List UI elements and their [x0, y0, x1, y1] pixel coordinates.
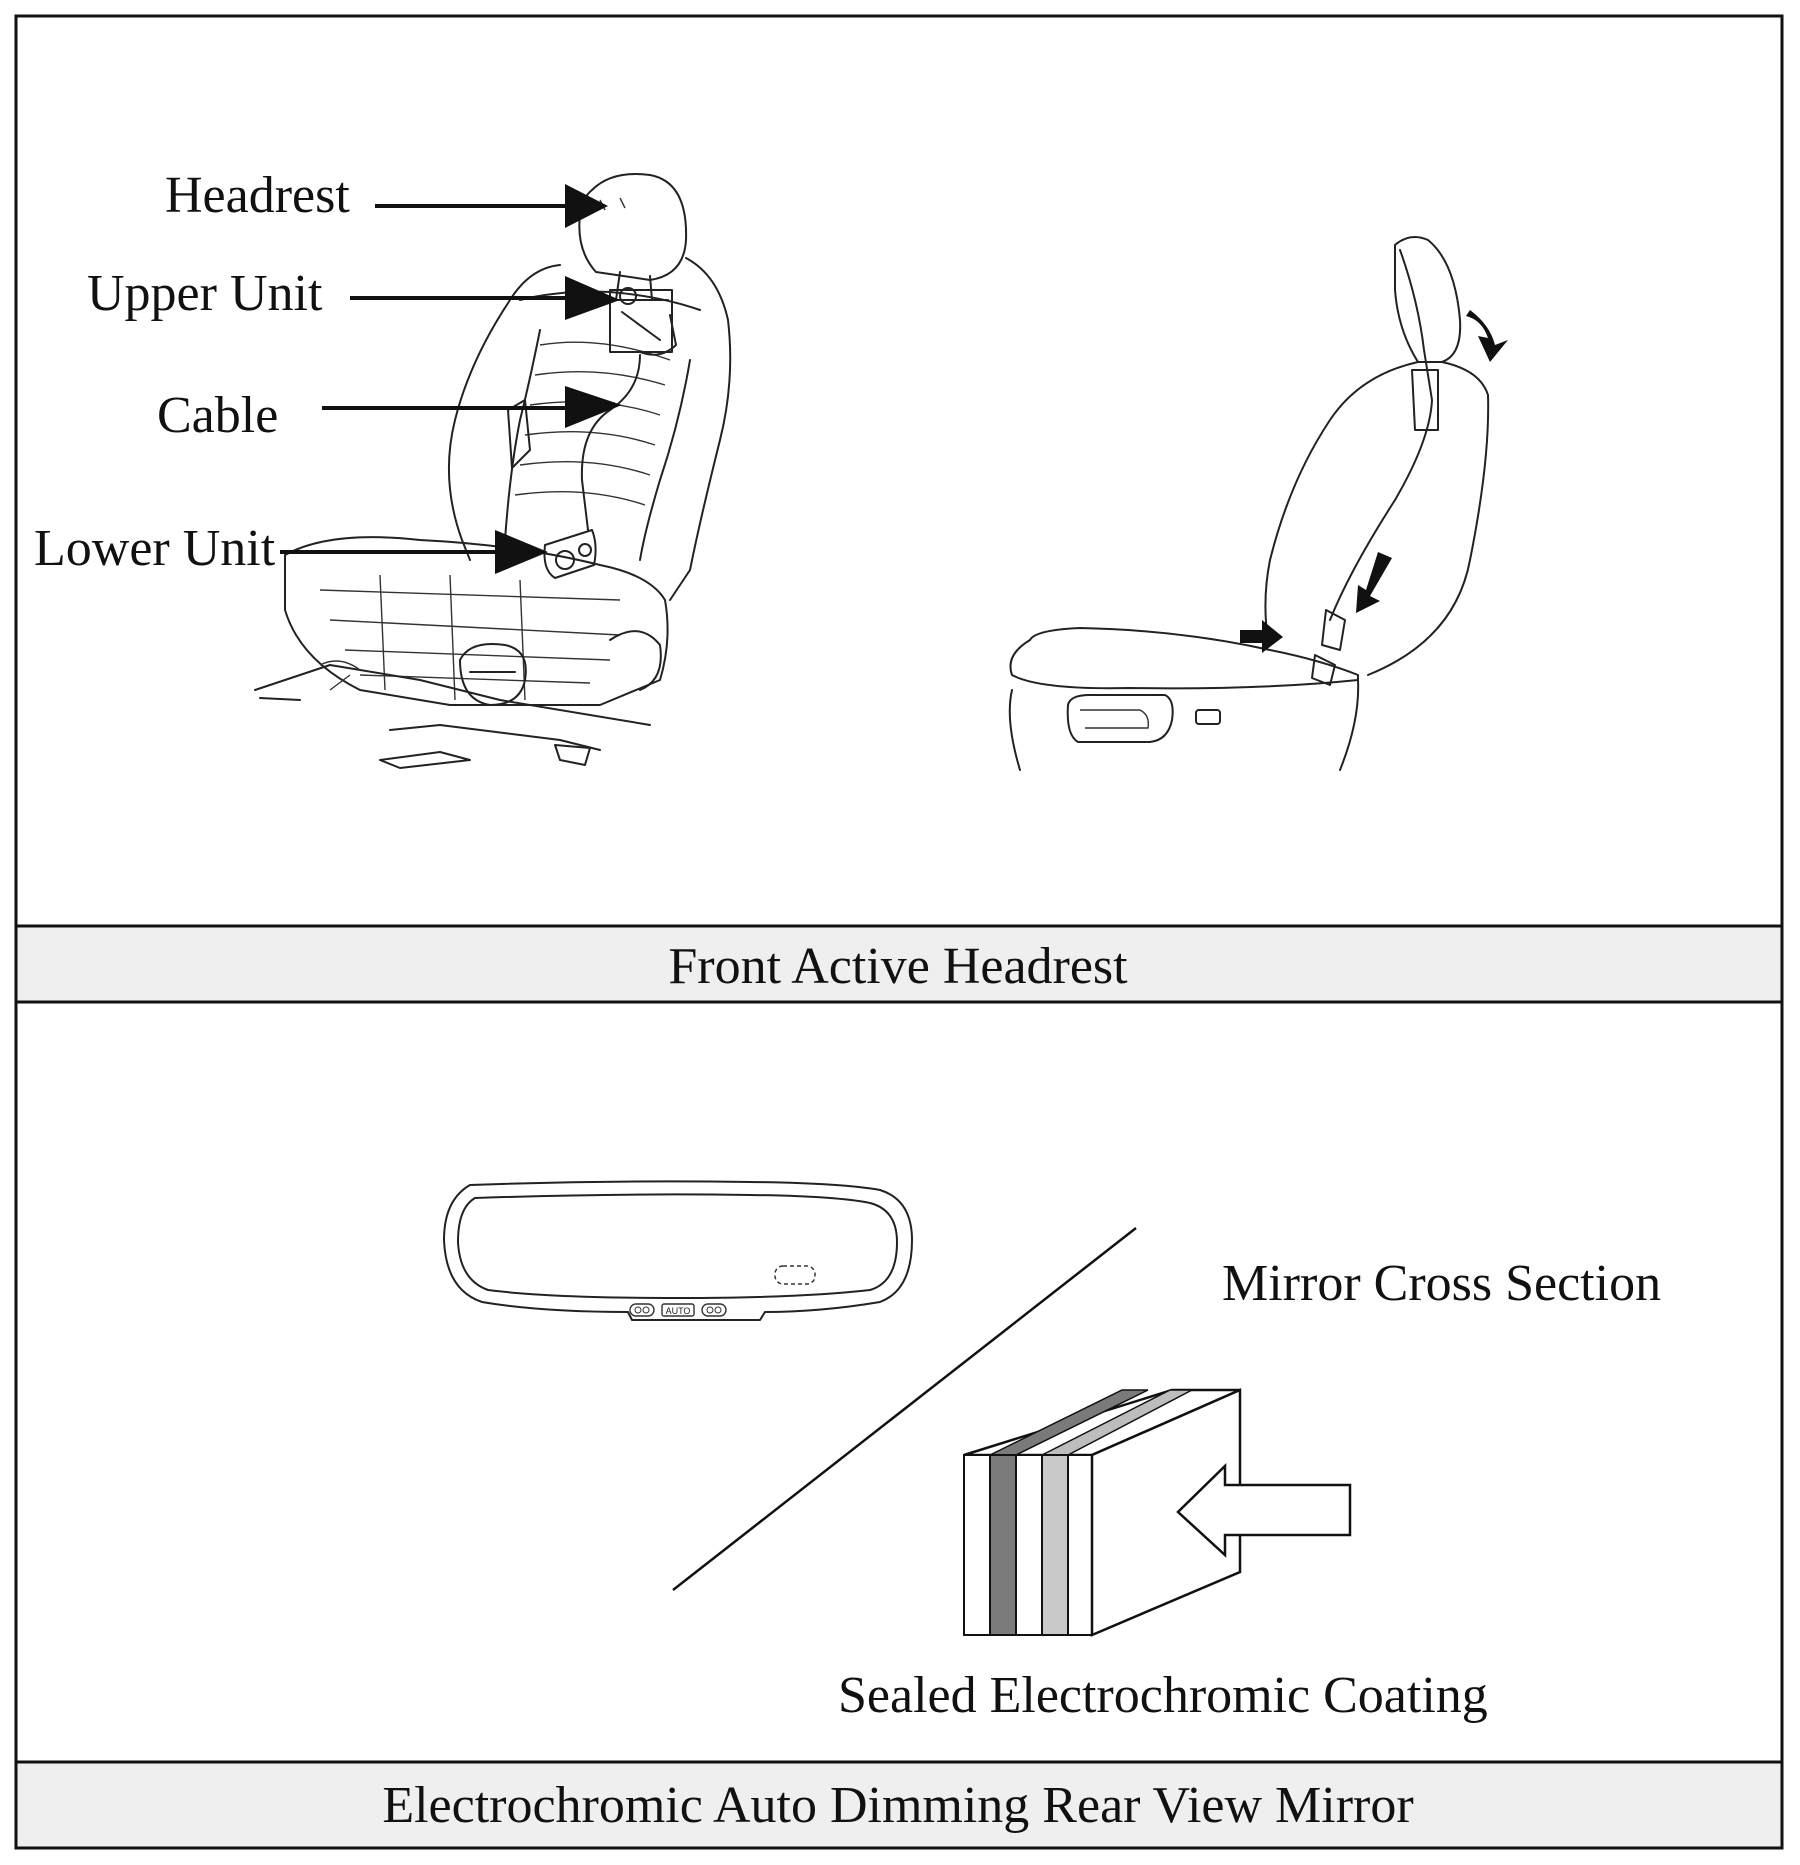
lower-unit-arrow [280, 530, 548, 574]
frame [14, 14, 1784, 1850]
cable-pull-arrow [1356, 552, 1392, 613]
movement-arrows [1240, 310, 1508, 653]
top-caption: Front Active Headrest [668, 938, 1128, 995]
bottom-caption: Electrochromic Auto Dimming Rear View Mi… [382, 1777, 1413, 1834]
mirror-cross-section-block [963, 1388, 1352, 1637]
cable-label: Cable [157, 387, 278, 444]
push-arrow [1240, 620, 1283, 653]
label-arrows [280, 184, 622, 574]
lower-unit-label: Lower Unit [34, 520, 276, 577]
headrest-tilt-arrow [1466, 310, 1508, 362]
cable-arrow [322, 386, 622, 428]
seat-frame-illustration [254, 173, 732, 769]
coating-label: Sealed Electrochromic Coating [838, 1667, 1488, 1724]
seat-side-view-illustration [1008, 235, 1490, 771]
auto-button-label: AUTO [666, 1306, 691, 1316]
light-sensor [774, 1265, 816, 1285]
rear-view-mirror: AUTO [443, 1180, 913, 1321]
bottom-caption-bar [14, 1760, 1784, 1850]
text-labels: Headrest Upper Unit Cable Lower Unit Fro… [34, 167, 1661, 1834]
light-direction-arrow [1176, 1463, 1352, 1558]
mirror-cross-section-label: Mirror Cross Section [1222, 1255, 1661, 1312]
mirror-controls: AUTO [629, 1303, 727, 1317]
upper-unit-label: Upper Unit [87, 265, 323, 322]
headrest-label: Headrest [165, 167, 350, 224]
upper-unit-arrow [350, 276, 620, 320]
top-caption-bar [14, 924, 1784, 1004]
headrest-arrow [375, 184, 608, 228]
section-divider-line [672, 1227, 1137, 1591]
